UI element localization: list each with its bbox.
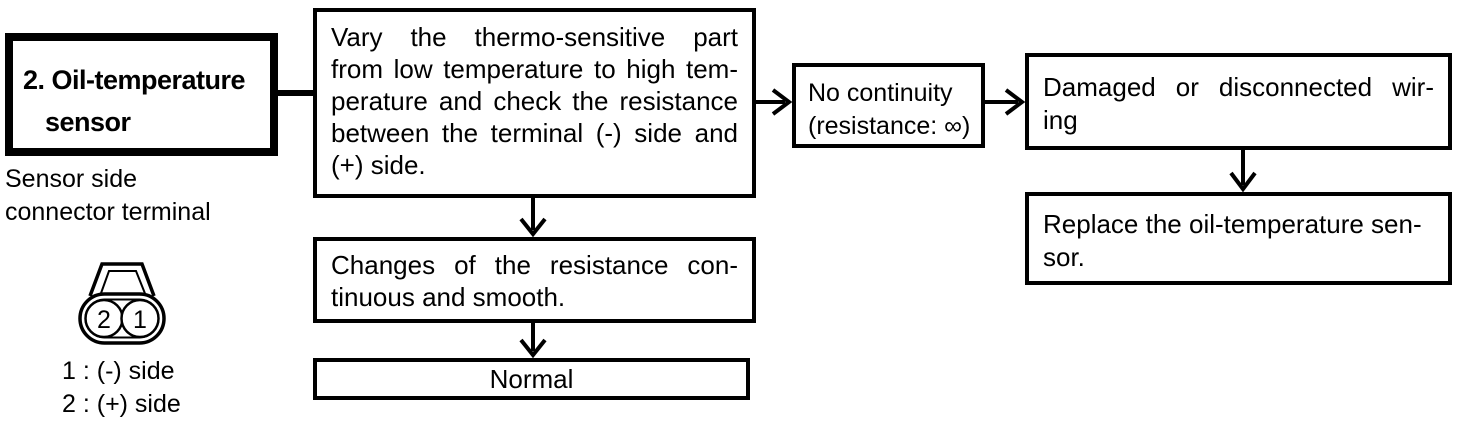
arrow-damaged-to-replace bbox=[1229, 150, 1257, 193]
component-box: 2. Oil-temperature sensor bbox=[5, 33, 278, 156]
sensor-caption: Sensor side connector terminal bbox=[5, 163, 211, 229]
arrow-result-to-normal bbox=[519, 323, 547, 359]
result-ok-line: Changes of the resistance con- bbox=[331, 250, 738, 280]
result-ok-line: tinuous and smooth. bbox=[331, 282, 566, 312]
damaged-wiring-line: ing bbox=[1043, 105, 1078, 135]
no-continuity-line: (resistance: ∞) bbox=[808, 112, 971, 140]
normal-box: Normal bbox=[313, 358, 750, 400]
damaged-wiring-box: Damaged or disconnected wir- ing bbox=[1025, 53, 1452, 150]
procedure-box: Vary the thermo-sensitive part from low … bbox=[313, 8, 756, 198]
pin-legend-line-2: 2 : (+) side bbox=[62, 390, 181, 418]
replace-sensor-line: sor. bbox=[1043, 242, 1085, 272]
procedure-line: perature and check the resistance bbox=[331, 86, 738, 116]
no-continuity-box: No continuity (resistance: ∞) bbox=[792, 63, 985, 148]
pin-legend: 1 : (-) side 2 : (+) side bbox=[62, 355, 181, 421]
connector-pin-2: 2 bbox=[84, 298, 124, 339]
connector-tab bbox=[88, 262, 156, 297]
connector-pin-1: 1 bbox=[120, 298, 160, 339]
procedure-line: Vary the thermo-sensitive part bbox=[331, 22, 738, 52]
arrow-procedure-to-no-continuity bbox=[756, 88, 793, 116]
procedure-line: (+) side. bbox=[331, 150, 426, 180]
procedure-line: between the terminal (-) side and bbox=[331, 118, 738, 148]
damaged-wiring-line: Damaged or disconnected wir- bbox=[1043, 72, 1434, 102]
pin-legend-line-1: 1 : (-) side bbox=[62, 357, 175, 385]
sensor-caption-line-1: Sensor side bbox=[5, 165, 138, 193]
component-title-line-2: sensor bbox=[45, 107, 131, 137]
no-continuity-line: No continuity bbox=[808, 79, 953, 107]
arrow-no-continuity-to-damaged bbox=[985, 88, 1026, 116]
normal-label: Normal bbox=[489, 364, 574, 394]
procedure-line: from low temperature to high tem- bbox=[331, 54, 738, 84]
replace-sensor-box: Replace the oil-temperature sen- sor. bbox=[1025, 192, 1452, 285]
connector-body bbox=[78, 292, 166, 345]
result-ok-box: Changes of the resistance con- tinuous a… bbox=[313, 237, 756, 323]
sensor-caption-line-2: connector terminal bbox=[5, 198, 211, 226]
replace-sensor-line: Replace the oil-temperature sen- bbox=[1043, 209, 1422, 239]
pin-1-label: 1 bbox=[133, 306, 147, 334]
arrow-procedure-to-result bbox=[519, 198, 547, 238]
component-title-line-1: 2. Oil-temperature bbox=[23, 65, 246, 95]
connector-icon: 2 1 bbox=[78, 262, 166, 345]
pin-2-label: 2 bbox=[97, 306, 111, 334]
